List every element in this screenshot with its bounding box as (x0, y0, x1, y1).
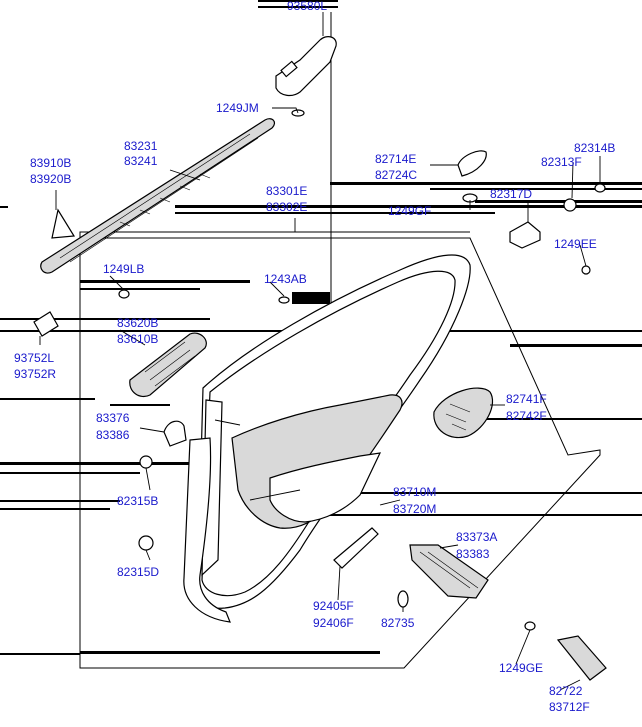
label-82714E: 82714E (375, 152, 416, 166)
label-83710M: 83710M (393, 485, 436, 499)
leader-lines (39, 12, 601, 691)
label-83383: 83383 (456, 547, 490, 561)
label-82313F: 82313F (541, 155, 582, 169)
bracket-part (509, 221, 541, 249)
label-83720M: 83720M (393, 502, 436, 516)
label-82724C: 82724C (375, 168, 417, 182)
upper-grip-part (275, 36, 337, 117)
label-83910B: 83910B (30, 156, 71, 170)
label-93752L: 93752L (14, 351, 54, 365)
label-83231: 83231 (124, 139, 158, 153)
mirror-corner-part (33, 311, 59, 337)
label-1249GF: 1249GF (388, 204, 431, 218)
armrest-strip (40, 118, 276, 274)
label-93580L: 93580L (287, 0, 327, 13)
label-1249JM: 1249JM (216, 101, 259, 115)
label-1249LB: 1249LB (103, 262, 144, 276)
label-83302E: 83302E (266, 200, 307, 214)
label-1249EE: 1249EE (554, 237, 597, 251)
part-labels: 93580L 1249JM 83231 83241 83910B 83920B … (14, 0, 615, 714)
label-83301E: 83301E (266, 184, 307, 198)
label-82315D: 82315D (117, 565, 159, 579)
label-82742F: 82742F (506, 409, 547, 423)
label-92406F: 92406F (313, 616, 354, 630)
label-82735: 82735 (381, 616, 415, 630)
label-83373A: 83373A (456, 530, 497, 544)
switch-bezel-part (129, 332, 207, 398)
label-83386: 83386 (96, 428, 130, 442)
label-83712F: 83712F (549, 700, 590, 714)
door-trim-panel (183, 254, 471, 623)
label-82741F: 82741F (506, 392, 547, 406)
label-1249GE: 1249GE (499, 661, 543, 675)
label-92405F: 92405F (313, 599, 354, 613)
label-83610B: 83610B (117, 332, 158, 346)
window-switch-part (163, 420, 187, 447)
label-82315B: 82315B (117, 494, 158, 508)
label-83620B: 83620B (117, 316, 158, 330)
label-82317D: 82317D (490, 187, 532, 201)
label-93752R: 93752R (14, 367, 56, 381)
cover-cap-part (457, 150, 487, 177)
label-83376: 83376 (96, 411, 130, 425)
inner-handle-bezel (433, 387, 494, 439)
corner-piece (51, 208, 76, 239)
pull-handle-part (333, 527, 379, 569)
switch-panel-part (409, 544, 489, 599)
label-83241: 83241 (124, 154, 158, 168)
lower-cover-part (556, 635, 607, 681)
label-83920B: 83920B (30, 172, 71, 186)
label-82314B: 82314B (574, 141, 615, 155)
label-1243AB: 1243AB (264, 272, 307, 286)
label-82722: 82722 (549, 684, 583, 698)
fastener-clips (118, 183, 606, 631)
